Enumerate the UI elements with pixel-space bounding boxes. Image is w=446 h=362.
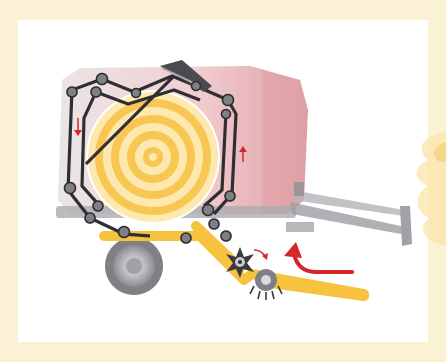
ground-wheel	[105, 237, 163, 295]
roller	[119, 227, 130, 238]
roller	[85, 213, 95, 223]
roller	[203, 205, 214, 216]
roller	[67, 87, 77, 97]
roller	[65, 183, 76, 194]
roller	[225, 191, 235, 201]
roller	[91, 87, 101, 97]
roller	[132, 89, 141, 98]
roller	[97, 74, 108, 85]
roller	[93, 201, 103, 211]
roller	[223, 95, 234, 106]
roller	[221, 231, 231, 241]
roller	[192, 82, 201, 91]
roller	[181, 233, 191, 243]
drawbar	[286, 182, 412, 246]
flow-arrow-icon	[284, 242, 352, 272]
roller	[209, 219, 219, 229]
roller	[222, 110, 231, 119]
